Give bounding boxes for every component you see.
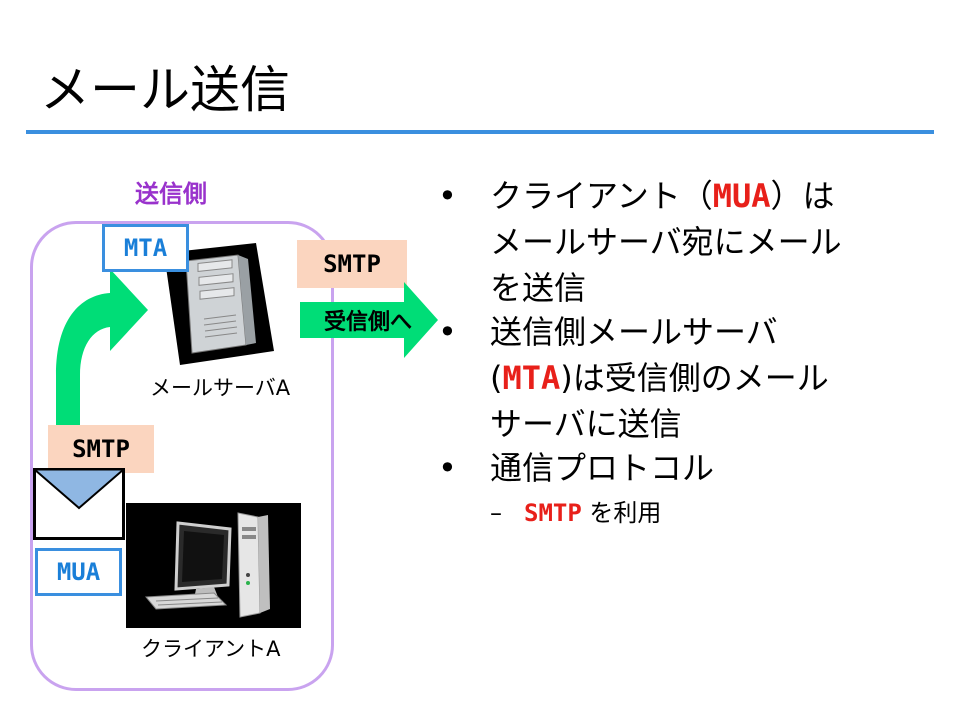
client-pc-image [126, 503, 301, 628]
bullet-text: ( [490, 359, 503, 397]
to-receiver-arrow [300, 282, 438, 358]
slide-title: メール送信 [40, 61, 290, 119]
mua-code: MUA [712, 177, 771, 215]
mail-server-image [164, 243, 274, 365]
envelope-icon [33, 468, 125, 540]
mta-code: MTA [502, 359, 561, 397]
mta-label-box: MTA [102, 224, 189, 272]
smtp-tag-client: SMTP [48, 425, 154, 473]
sub-bullet-smtp: –SMTP を利用 [490, 495, 661, 531]
sender-side-frame [30, 221, 334, 691]
mail-server-caption: メールサーバA [150, 376, 291, 400]
bullet-marker: • [438, 313, 457, 351]
bullet-text: クライアント（ [490, 177, 713, 215]
smtp-code: SMTP [524, 499, 582, 527]
bullet-marker: • [438, 177, 457, 215]
bullet-text: 送信側メールサーバ [490, 313, 778, 351]
bullet-text: )は受信側のメール [560, 359, 829, 397]
to-receiver-label: 受信側へ [323, 310, 412, 335]
sub-bullet-marker: – [490, 499, 502, 527]
client-caption: クライアントA [141, 637, 281, 661]
sender-side-label: 送信側 [135, 180, 207, 208]
bullet-text: を送信 [490, 269, 587, 307]
title-divider [26, 130, 934, 134]
bullet-text: ）は [770, 177, 835, 215]
bullet-text: サーバに送信 [490, 405, 682, 443]
bullet-text: メールサーバ宛にメール [490, 223, 842, 261]
mua-label-box: MUA [35, 548, 122, 596]
sub-bullet-text: を利用 [581, 499, 662, 527]
bullet-text: 通信プロトコル [490, 449, 715, 487]
bullet-marker: • [438, 449, 457, 487]
smtp-tag-outbound: SMTP [297, 240, 407, 288]
send-to-server-arrow [56, 269, 148, 438]
